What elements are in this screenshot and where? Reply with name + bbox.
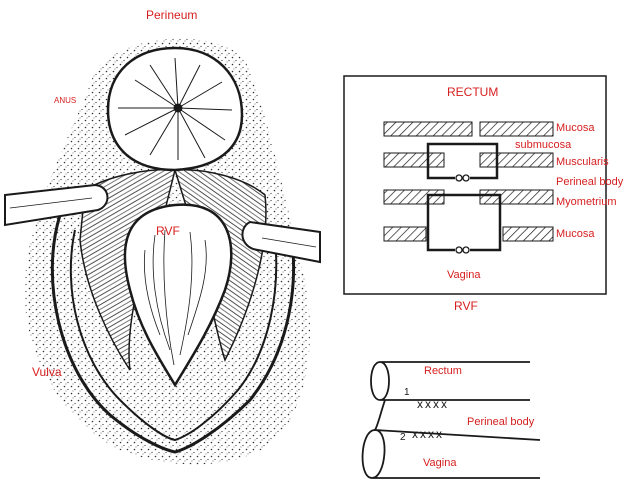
label-anus: ANUS (54, 97, 76, 105)
label-perineal-body-closure: Perineal body (467, 417, 534, 428)
label-muscularis: Muscularis (556, 157, 609, 168)
label-mucosa-top: Mucosa (556, 123, 595, 134)
label-vulva: Vulva (32, 366, 62, 378)
label-submucosa: submucosa (515, 140, 571, 151)
label-mucosa-bottom: Mucosa (556, 229, 595, 240)
label-vagina-box: Vagina (447, 270, 480, 281)
label-perineal-body-box: Perineal body (556, 177, 623, 188)
label-suture-2: 2 (400, 433, 406, 443)
label-rectum-closure: Rectum (424, 366, 462, 377)
vagina-tube (363, 430, 540, 478)
left-perineal-figure (5, 39, 320, 465)
label-myometrium: Myometrium (556, 197, 617, 208)
label-rectum-box: RECTUM (447, 86, 498, 98)
label-stitches-1: xxxx (417, 398, 449, 410)
label-stitches-2: xxxx (412, 428, 444, 440)
label-perineum: Perineum (146, 9, 197, 21)
label-rvf-left: RVF (156, 225, 180, 237)
label-vagina-closure: Vagina (423, 458, 456, 469)
label-rvf-caption: RVF (454, 300, 478, 312)
label-suture-1: 1 (404, 388, 410, 398)
perineal-body-wall (375, 400, 385, 430)
